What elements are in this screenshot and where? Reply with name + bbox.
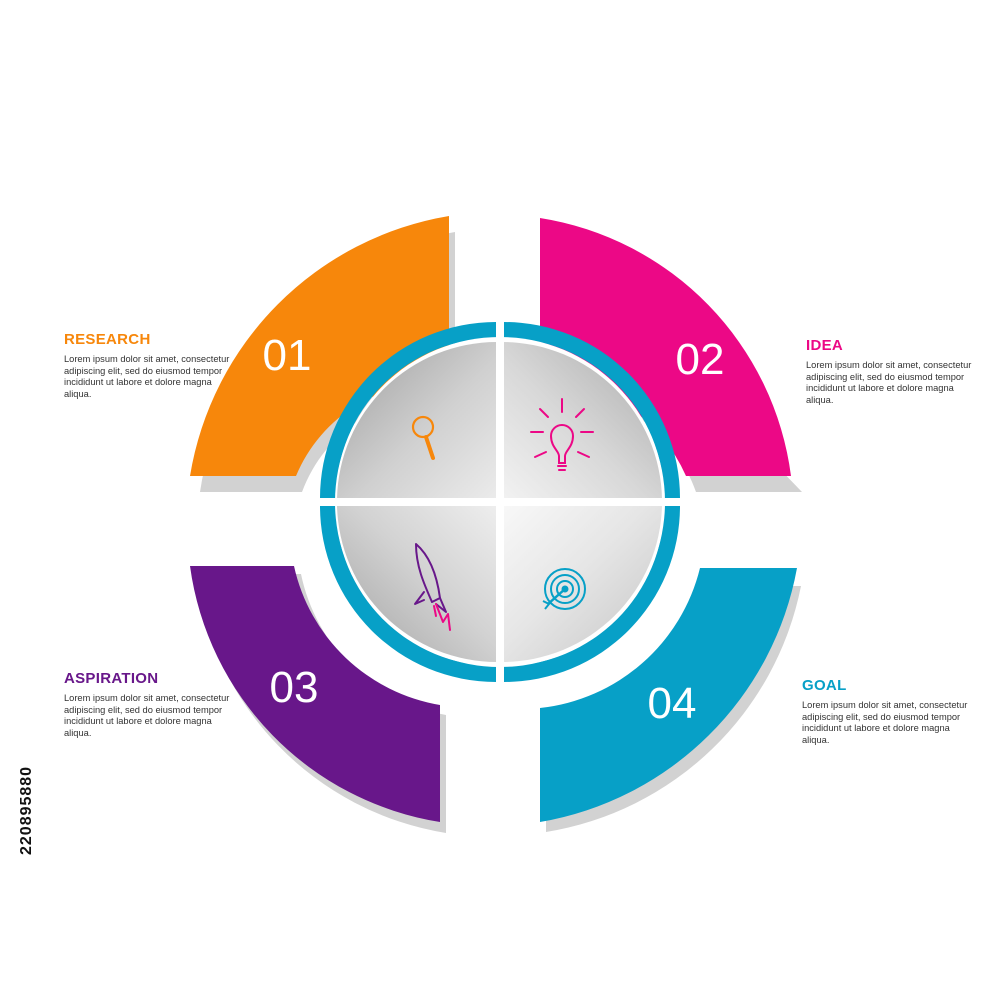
inner-ring [320, 322, 680, 682]
step-description-aspiration: Lorem ipsum dolor sit amet, consectetur … [64, 693, 230, 738]
step-description-goal: Lorem ipsum dolor sit amet, consectetur … [802, 700, 968, 745]
segment-01 [190, 216, 449, 476]
step-block-aspiration: ASPIRATION Lorem ipsum dolor sit amet, c… [64, 670, 234, 739]
center-disc [337, 342, 662, 662]
magnifier-icon [411, 415, 435, 460]
step-description-idea: Lorem ipsum dolor sit amet, consectetur … [806, 360, 972, 405]
step-title-idea: IDEA [806, 337, 844, 354]
step-title-goal: GOAL [802, 677, 847, 694]
step-title-research: RESEARCH [64, 331, 151, 348]
segment-02 [540, 218, 791, 476]
lightbulb-icon [530, 398, 594, 471]
horizontal-gap [318, 498, 682, 506]
step-description-research: Lorem ipsum dolor sit amet, consectetur … [64, 354, 230, 399]
step-number-02: 02 [676, 335, 725, 384]
step-number-03: 03 [270, 663, 319, 712]
target-icon [542, 568, 586, 610]
step-block-research: RESEARCH Lorem ipsum dolor sit amet, con… [64, 331, 234, 400]
stock-image-id: 220895880 [18, 765, 35, 855]
rocket-icon [414, 543, 451, 631]
segment-04 [540, 568, 797, 822]
segment-03 [190, 566, 440, 822]
step-title-aspiration: ASPIRATION [64, 670, 159, 687]
step-block-goal: GOAL Lorem ipsum dolor sit amet, consect… [802, 677, 972, 746]
step-number-01: 01 [263, 331, 312, 380]
step-number-04: 04 [648, 679, 697, 728]
step-block-idea: IDEA Lorem ipsum dolor sit amet, consect… [806, 337, 976, 406]
